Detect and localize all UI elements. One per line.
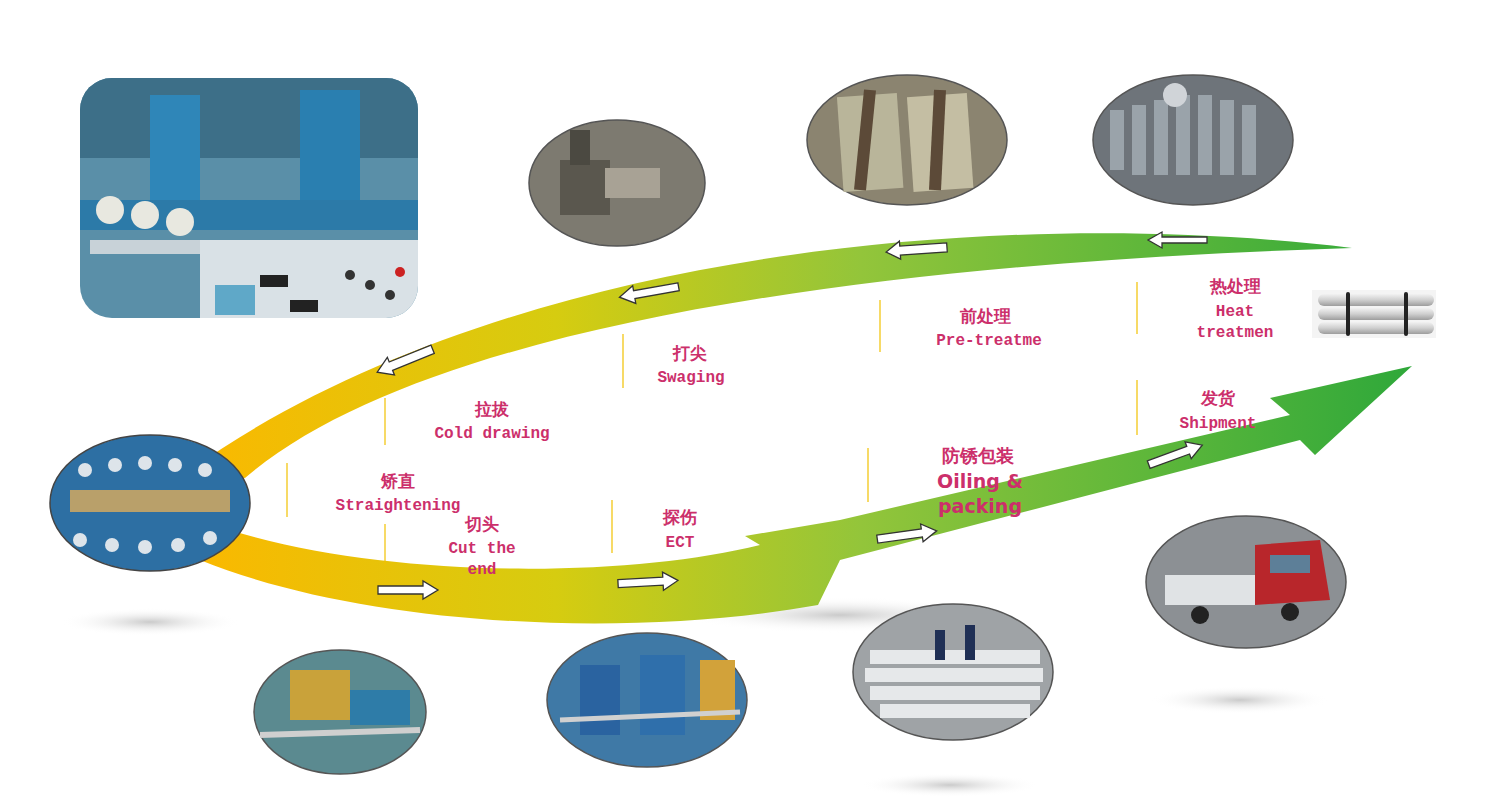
step-label: Shipment bbox=[1180, 414, 1257, 435]
step-label: Straightening bbox=[336, 496, 461, 517]
step-label: Heat treatmen bbox=[1185, 302, 1285, 344]
step-label: Cold drawing bbox=[434, 424, 549, 445]
step-label: ECT bbox=[666, 533, 695, 554]
step-label: 拉拔 bbox=[475, 398, 509, 420]
step-label: 防锈包装 bbox=[942, 444, 1014, 467]
step-label: Cut the end bbox=[440, 539, 524, 581]
step-label: 热处理 bbox=[1210, 275, 1261, 297]
step-label: Pre-treatme bbox=[936, 331, 1042, 352]
step-label: 探伤 bbox=[663, 506, 697, 528]
step-label: 切头 bbox=[465, 513, 499, 535]
step-label: 打尖 bbox=[673, 342, 707, 364]
step-label: 矫直 bbox=[381, 470, 415, 492]
step-label: 前处理 bbox=[960, 305, 1011, 327]
step-label: Swaging bbox=[657, 368, 724, 389]
step-label: 发货 bbox=[1201, 387, 1235, 409]
step-label: Oiling & packing bbox=[918, 469, 1043, 518]
